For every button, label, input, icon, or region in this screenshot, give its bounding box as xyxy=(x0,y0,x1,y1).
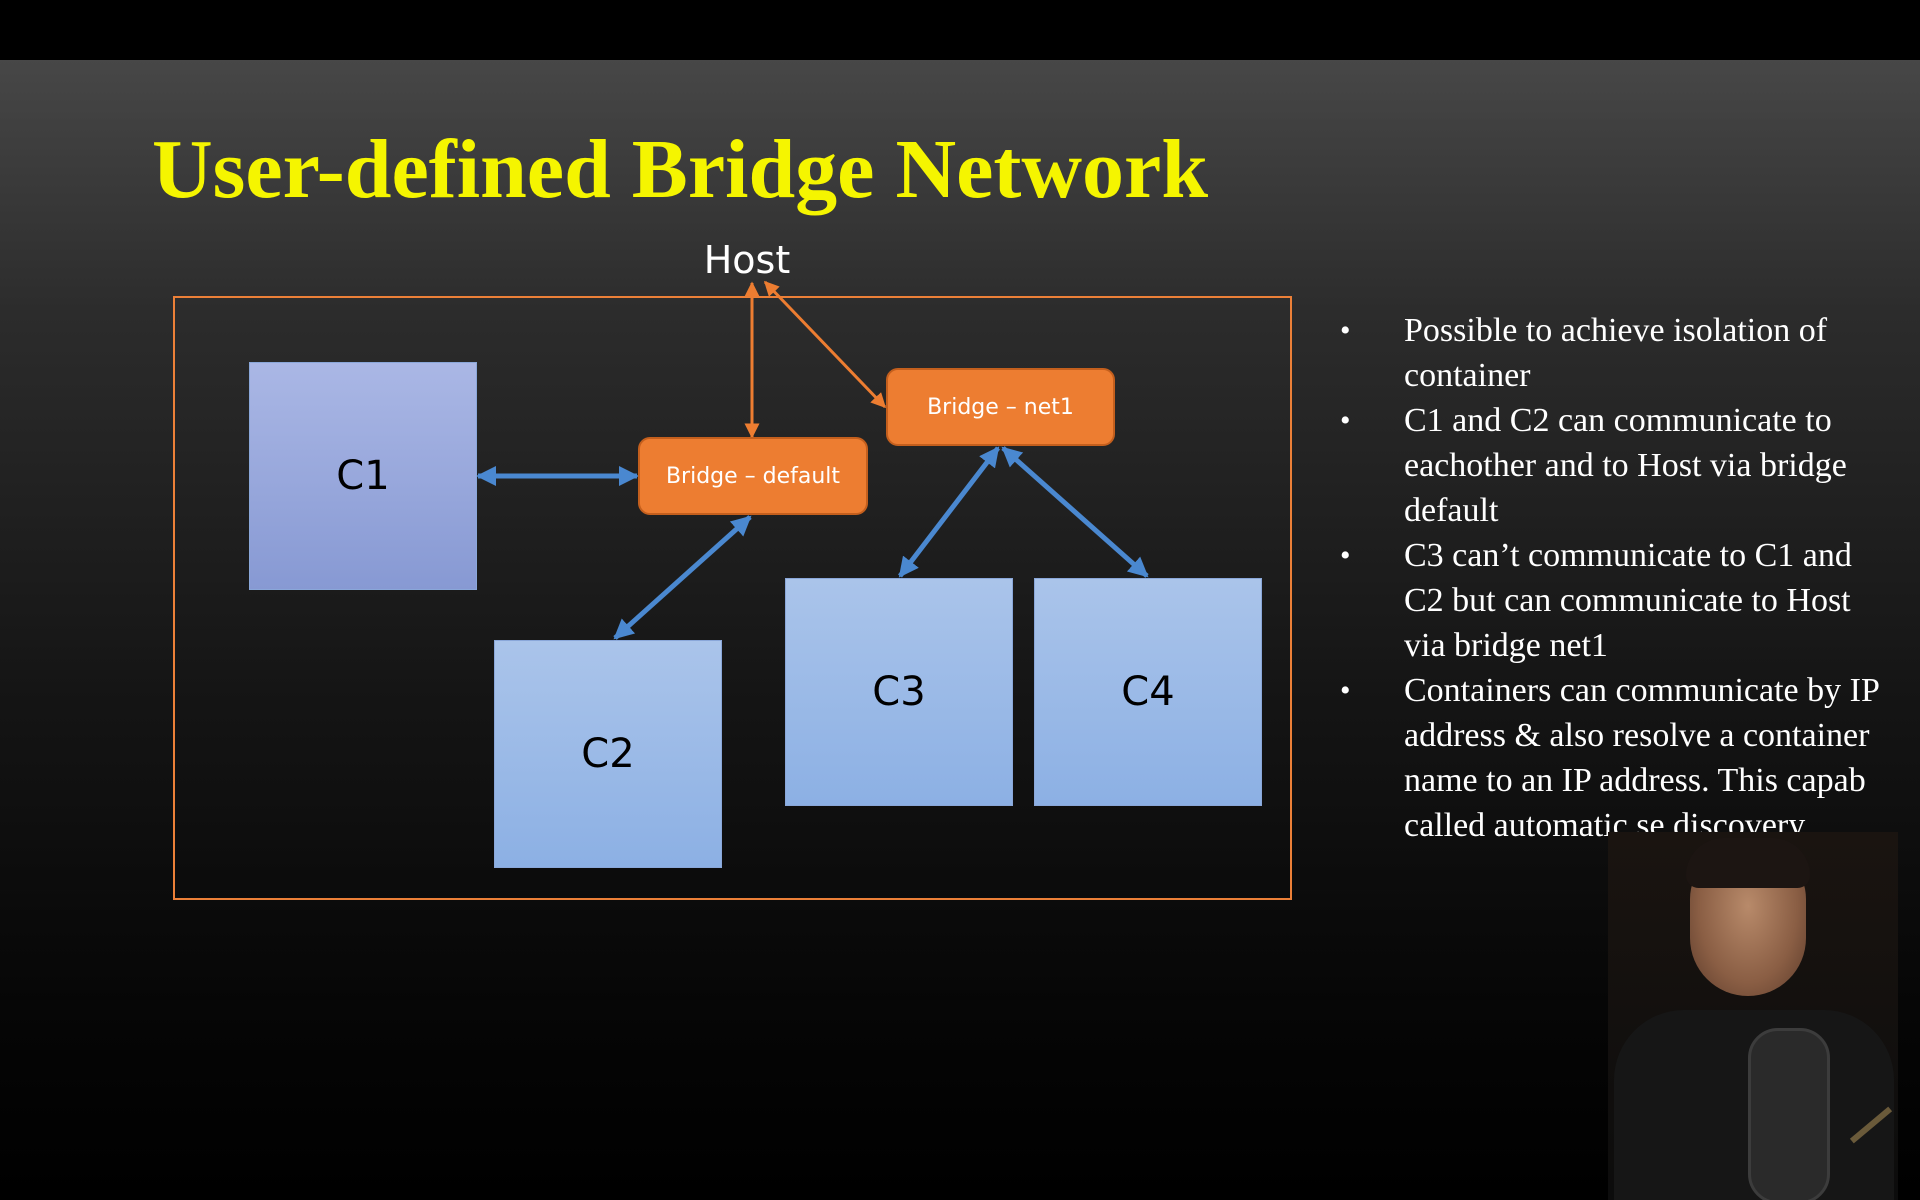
bridge-default: Bridge – default xyxy=(638,437,868,515)
arrow-c3-bridge-net1 xyxy=(898,446,1000,578)
bullet-list: Possible to achieve isolation of contain… xyxy=(1340,308,1900,848)
bullet-item: C3 can’t communicate to C1 and C2 but ca… xyxy=(1340,533,1900,668)
letterbox-bar xyxy=(0,0,1920,60)
container-c4: C4 xyxy=(1034,578,1262,806)
presenter-hair xyxy=(1686,838,1810,888)
microphone-icon xyxy=(1748,1028,1830,1200)
arrow-host-bridge-net1 xyxy=(763,280,887,409)
slide: User-defined Bridge Network Host C1 C2 C… xyxy=(0,60,1920,1200)
host-label: Host xyxy=(703,238,791,282)
arrow-c2-bridge-default xyxy=(613,515,752,640)
bullet-item: Possible to achieve isolation of contain… xyxy=(1340,308,1900,398)
host-frame xyxy=(173,296,1292,900)
slide-title: User-defined Bridge Network xyxy=(152,123,1209,216)
arrow-c4-bridge-net1 xyxy=(1001,446,1149,578)
container-c1: C1 xyxy=(249,362,477,590)
bullet-item: Containers can communicate by IP address… xyxy=(1340,668,1900,848)
bridge-net1: Bridge – net1 xyxy=(886,368,1115,446)
presenter-webcam xyxy=(1608,832,1898,1200)
bullet-item: C1 and C2 can communicate to eachother a… xyxy=(1340,398,1900,533)
connection-arrows xyxy=(476,280,1149,640)
container-c3: C3 xyxy=(785,578,1013,806)
container-c2: C2 xyxy=(494,640,722,868)
